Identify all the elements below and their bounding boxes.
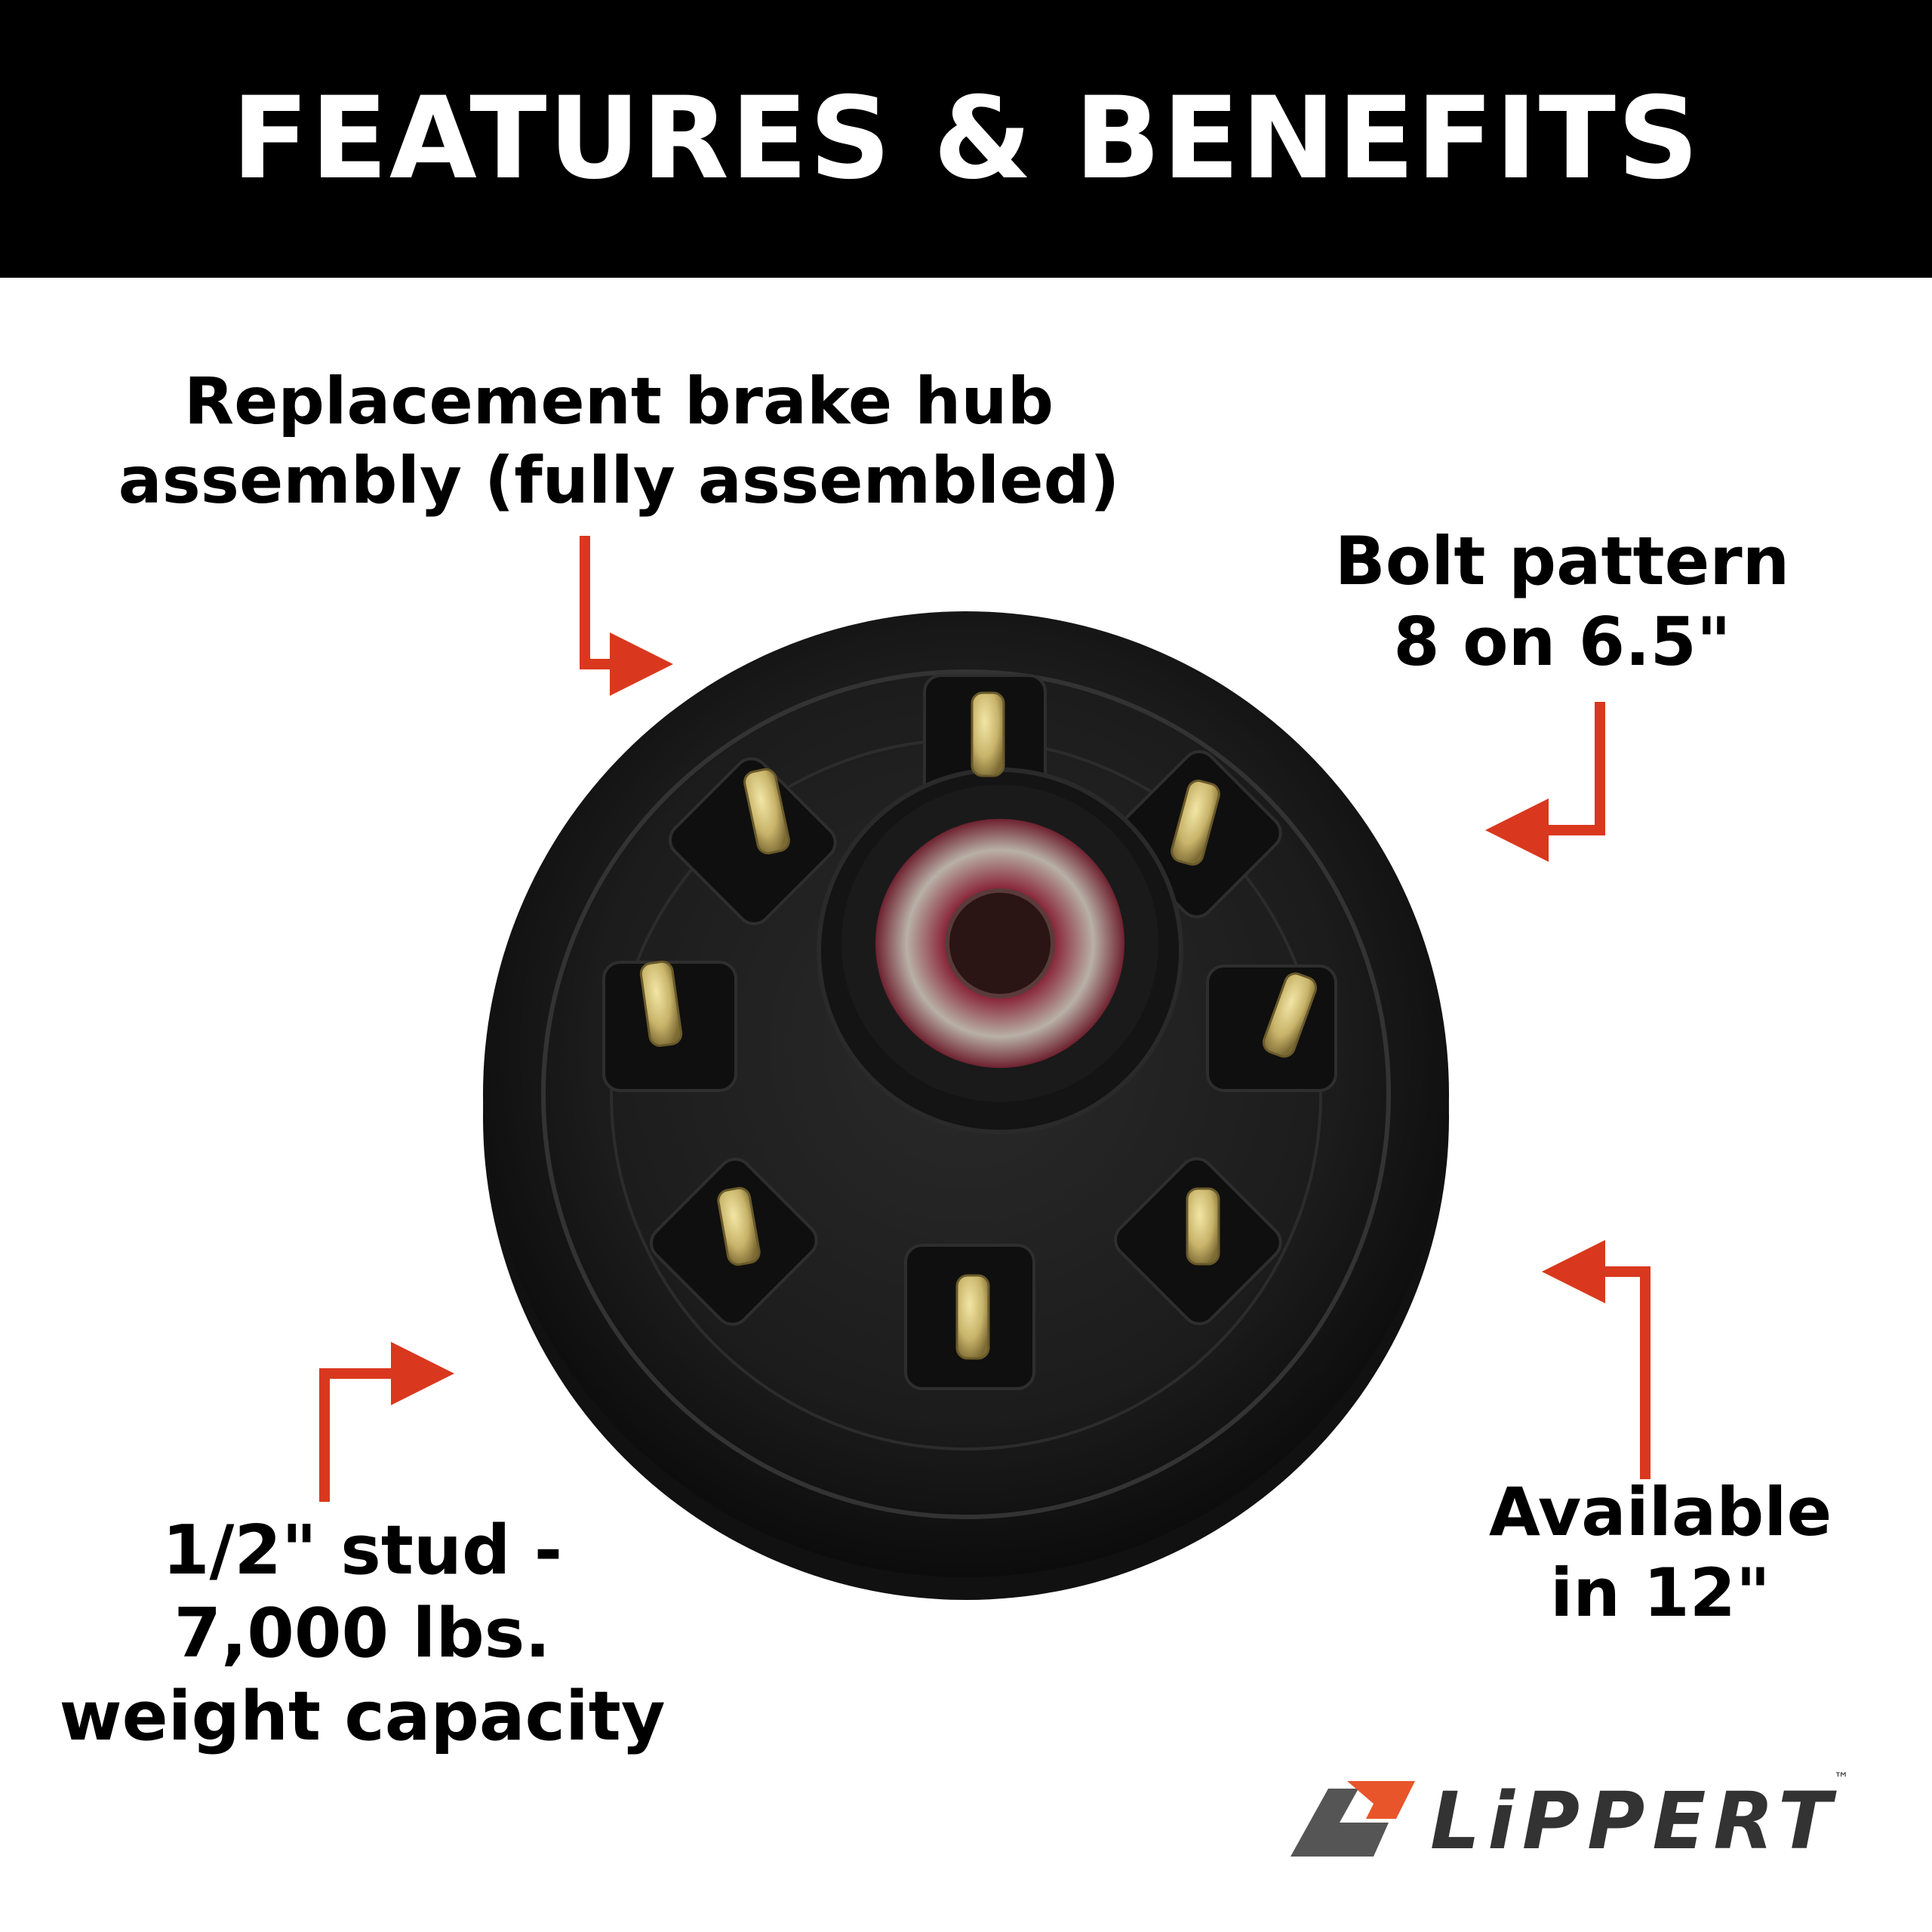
lippert-logo-mark-icon [1291,1781,1415,1857]
callout-line: assembly (fully assembled) [118,442,1120,518]
callout-bolt-pattern: Bolt pattern 8 on 6.5" [1298,521,1826,683]
callout-line: 1/2" stud - [162,1511,563,1590]
callout-replacement-hub: Replacement brake hub assembly (fully as… [91,362,1147,521]
callout-line: Available [1488,1473,1832,1551]
trademark-symbol: ™ [1834,1769,1849,1787]
brand-name: LiPPERT [1430,1775,1839,1867]
hub-center [817,768,1183,1134]
callout-availability: Available in 12" [1434,1472,1887,1634]
wheel-studs [639,691,1318,1360]
callout-line: Bolt pattern [1334,522,1790,600]
callout-line: weight capacity [59,1676,666,1756]
callout-line: Replacement brake hub [183,364,1054,439]
page-title: FEATURES & BENEFITS [231,73,1701,205]
header-banner: FEATURES & BENEFITS [0,0,1932,278]
callout-line: in 12" [1550,1554,1770,1632]
brand-logo: LiPPERT ™ [1275,1758,1849,1872]
callout-line: 8 on 6.5" [1393,603,1731,681]
callout-stud-capacity: 1/2" stud - 7,000 lbs. weight capacity [45,1509,679,1758]
arrow-icon [319,536,1651,1502]
callout-line: 7,000 lbs. [174,1593,551,1673]
